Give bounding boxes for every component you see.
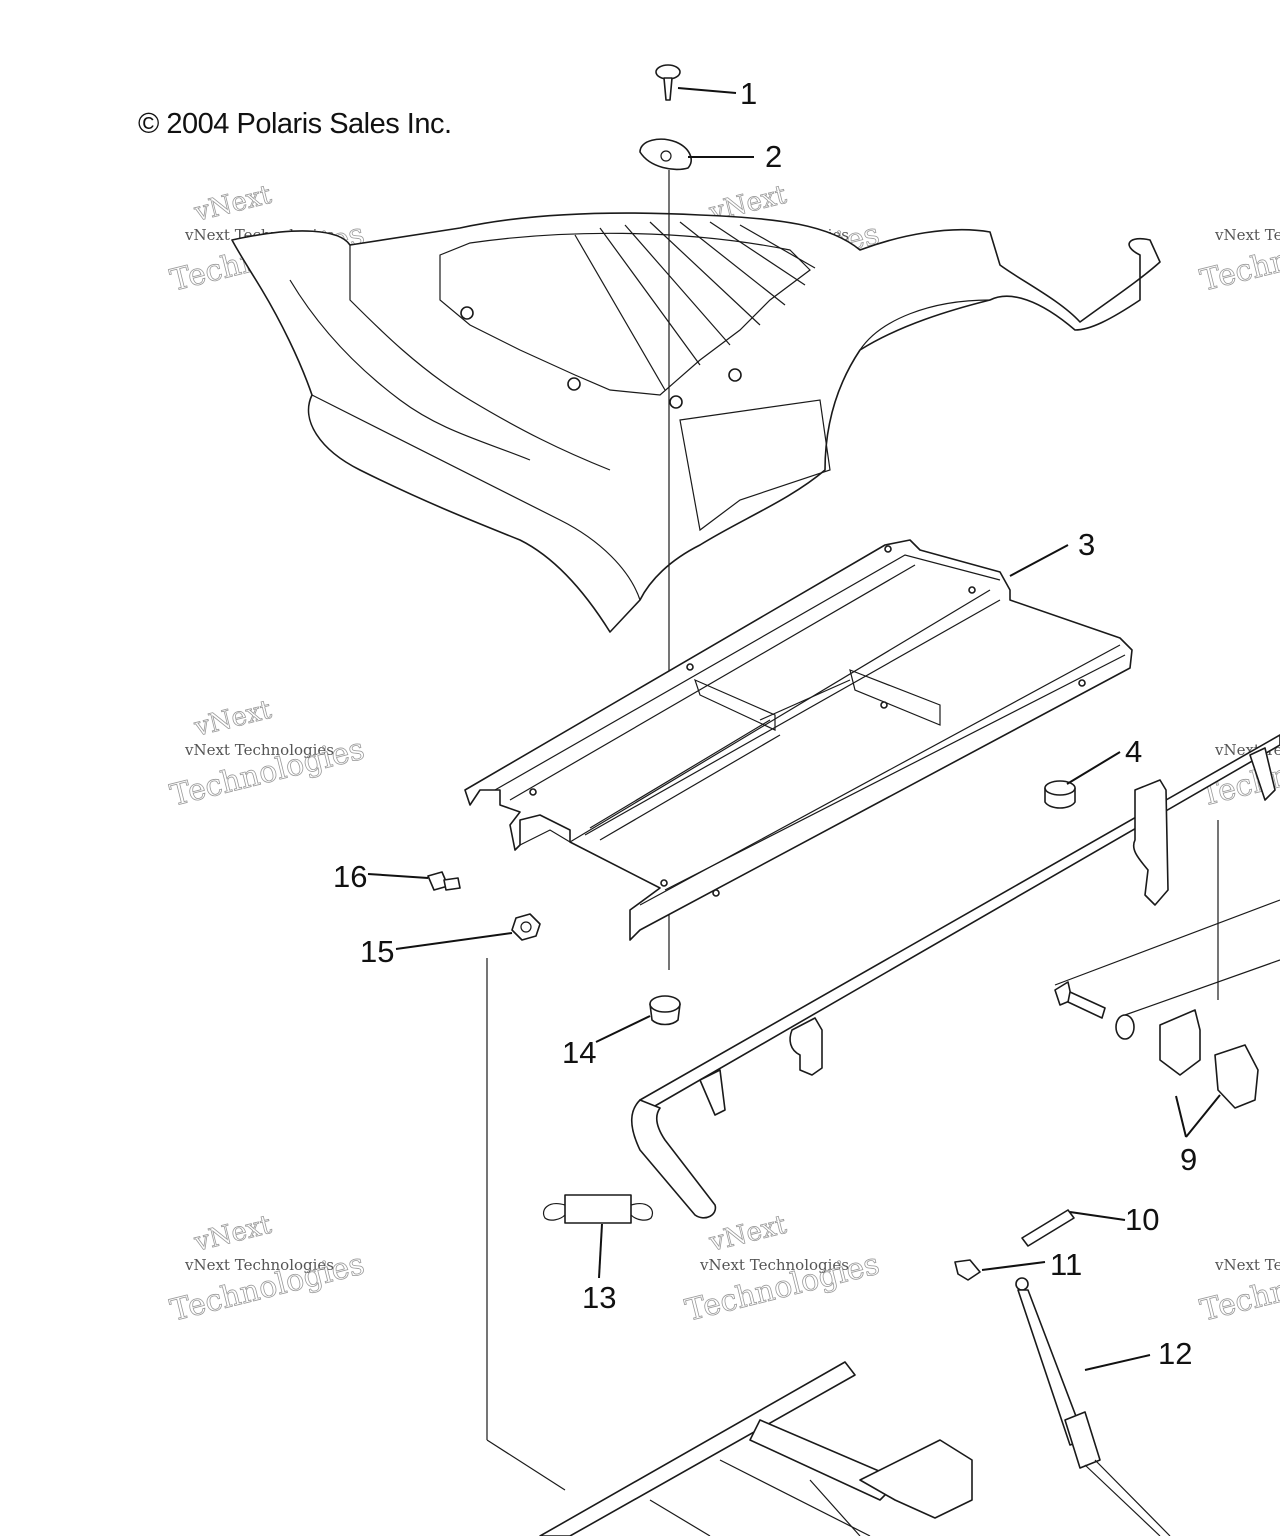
- svg-text:vNext: vNext: [191, 695, 275, 743]
- lower-rack-frame: [486, 958, 973, 1536]
- callout-1: 1: [740, 76, 757, 111]
- watermark-5: vNext Technologies vNext Technologies: [166, 1209, 368, 1329]
- svg-text:vNext Technologies: vNext Technologies: [1214, 1256, 1280, 1274]
- part-10-pin: [1021, 1209, 1075, 1247]
- callout-15: 15: [360, 934, 394, 969]
- callout-2: 2: [765, 139, 782, 174]
- part-11-clip: [954, 1259, 981, 1281]
- copyright-notice: © 2004 Polaris Sales Inc.: [138, 108, 452, 140]
- callout-11: 11: [1050, 1247, 1082, 1282]
- callout-4: 4: [1125, 734, 1142, 769]
- part-4-cap: [1044, 780, 1076, 809]
- part-13-spring: [543, 1194, 653, 1224]
- part-12-gas-strut: [1015, 1277, 1171, 1536]
- callout-16: 16: [333, 859, 367, 894]
- leader-lines: [367, 87, 1221, 1371]
- part-3-rack-frame: [464, 539, 1133, 941]
- callout-10: 10: [1125, 1202, 1159, 1237]
- callout-3: 3: [1078, 527, 1095, 562]
- part-16-bolt: [427, 871, 461, 891]
- svg-text:vNext: vNext: [191, 1210, 275, 1258]
- svg-text:vNext Technologies: vNext Technologies: [184, 1256, 334, 1274]
- watermark-6: vNext Technologies vNext Technologies: [681, 1209, 883, 1329]
- watermark-3: vNext Technologies vNext Technologies: [166, 694, 368, 814]
- part-14-grommet: [649, 995, 681, 1026]
- part-9-bushings: [1159, 1009, 1259, 1109]
- part-15-nut: [511, 913, 541, 941]
- svg-text:vNext: vNext: [191, 180, 275, 228]
- svg-text:vNext Technologies: vNext Technologies: [699, 1256, 849, 1274]
- callout-labels: 1 2 3 4 9 10 11 12 13 14 15 16: [333, 76, 1197, 1371]
- watermark-9: vNext Technologies Technologies: [1196, 1246, 1280, 1329]
- hinge-rod-assembly: [630, 734, 1280, 1219]
- svg-text:vNext Technologies: vNext Technologies: [184, 741, 334, 759]
- watermark-7: vNext Technologies Technologies: [1196, 216, 1280, 299]
- svg-text:vNext: vNext: [706, 1210, 790, 1258]
- callout-14: 14: [562, 1035, 596, 1070]
- part-2-clip: [639, 138, 692, 171]
- callout-9: 9: [1180, 1142, 1197, 1177]
- callout-12: 12: [1158, 1336, 1192, 1371]
- rear-fender-body: [231, 212, 1161, 633]
- callout-13: 13: [582, 1280, 616, 1315]
- svg-text:vNext Technologies: vNext Technologies: [1214, 226, 1280, 244]
- part-1-screw: [655, 64, 681, 101]
